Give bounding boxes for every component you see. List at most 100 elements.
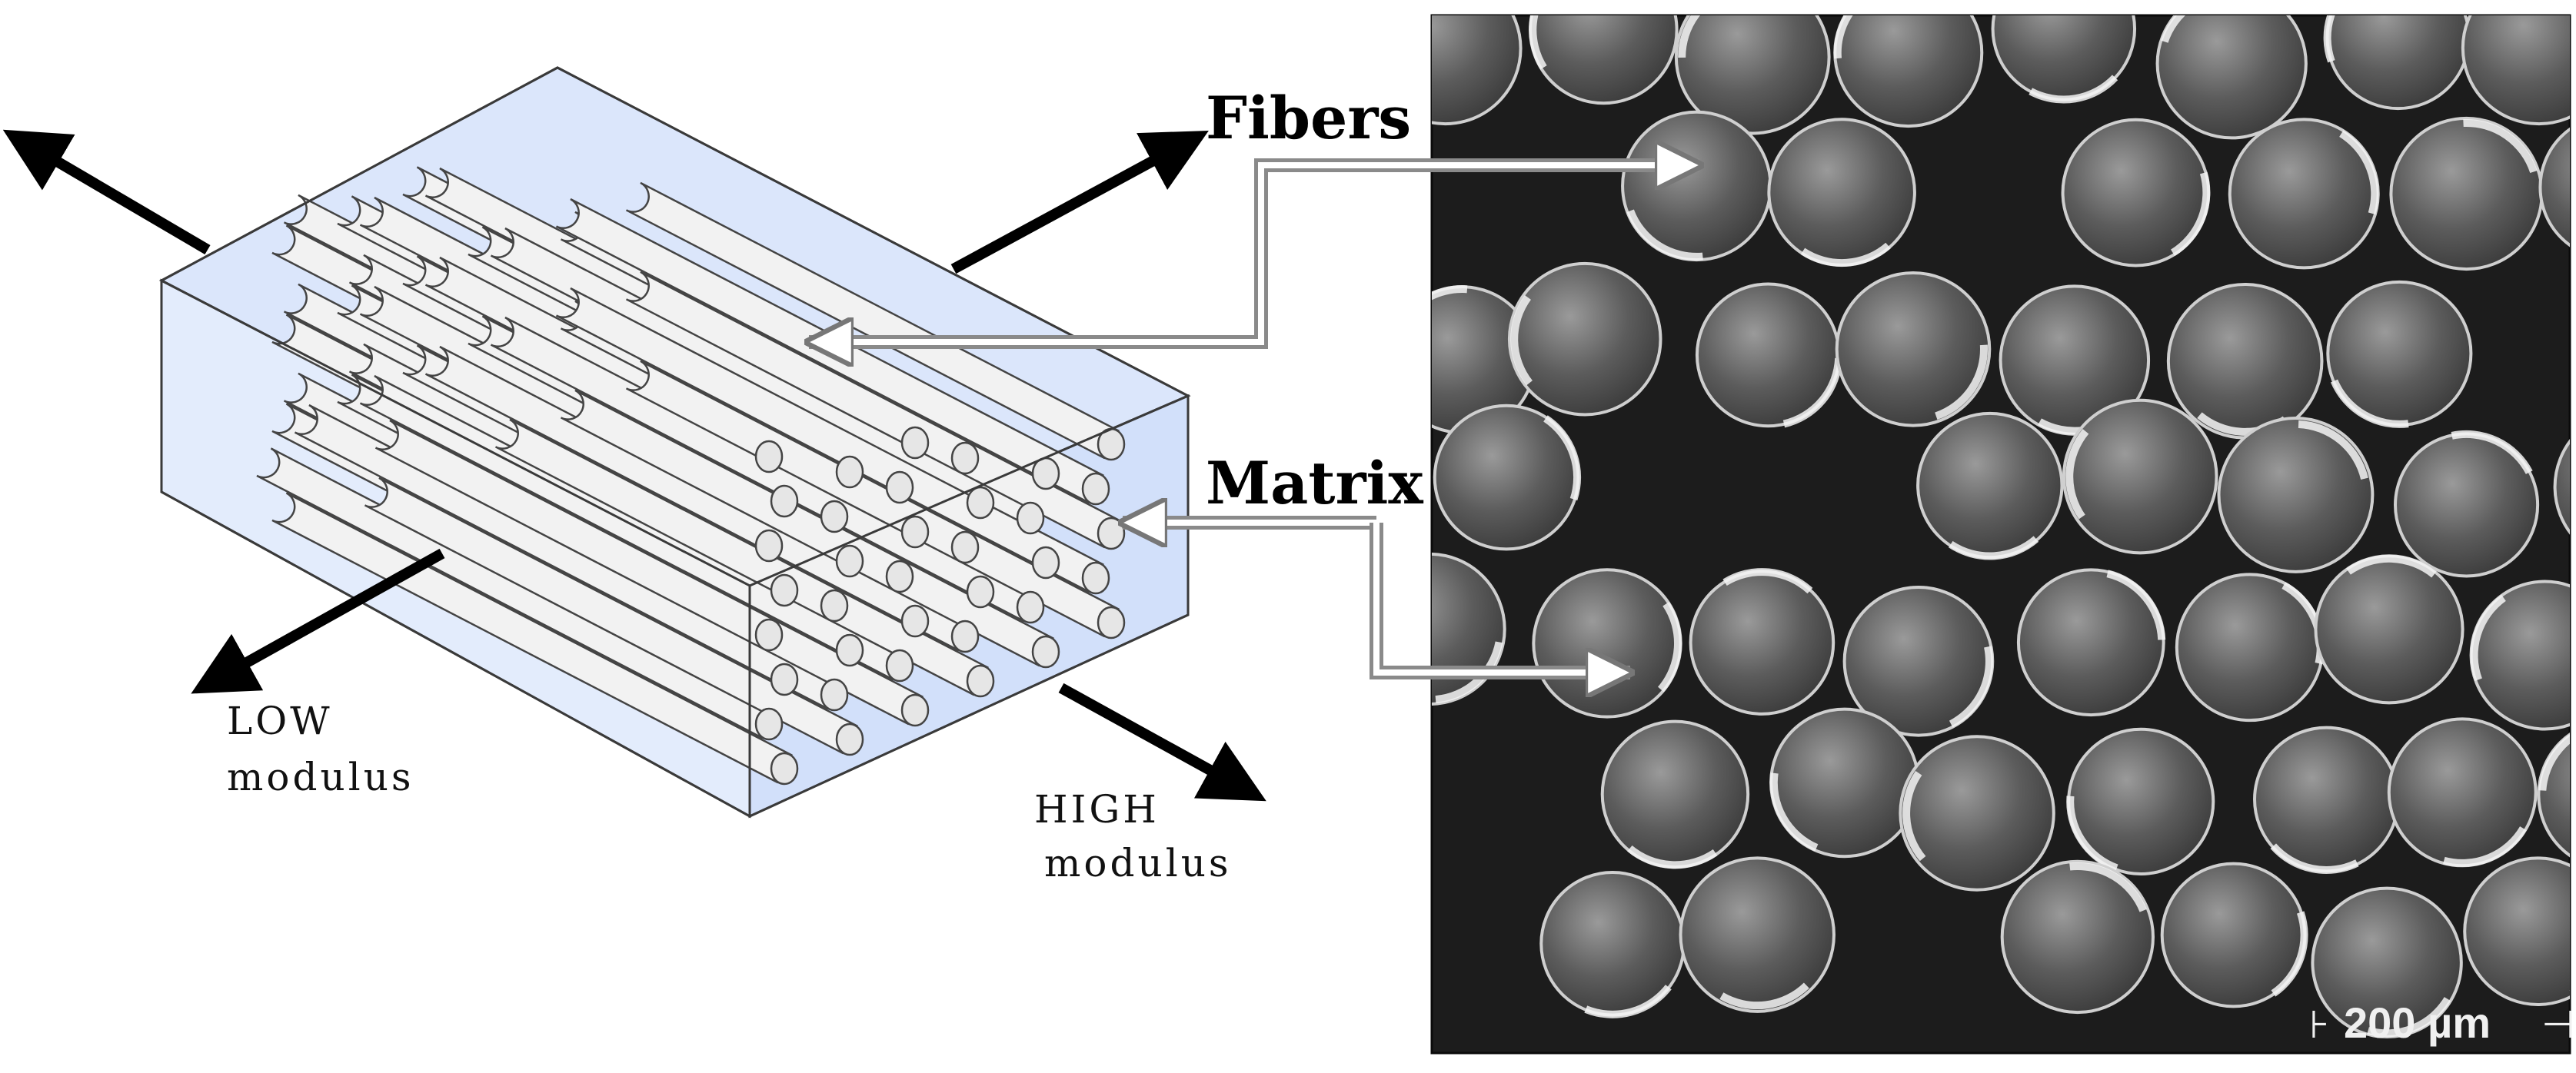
fiber-end — [1097, 606, 1126, 639]
fiber-end — [835, 455, 864, 489]
micrograph-highlight — [2451, 430, 2533, 474]
fiber-end — [1097, 517, 1126, 550]
micrograph-fiber — [1835, 271, 1992, 427]
fiber — [625, 181, 1120, 460]
micrograph-highlight — [1375, 0, 1404, 73]
fiber-end — [950, 530, 980, 564]
left-arrow — [2, 129, 211, 255]
micrograph-fiber — [2062, 398, 2218, 555]
micrograph-highlight — [2066, 796, 2118, 872]
micrograph-highlight — [1833, 15, 1853, 59]
micrograph-fiber — [1600, 719, 1750, 869]
micrograph-highlight — [2161, 15, 2186, 43]
micrograph-highlight — [2323, 15, 2335, 63]
fiber-end — [900, 515, 930, 549]
micrograph-highlight — [2271, 911, 2308, 997]
fiber-end — [1081, 561, 1110, 595]
fiber-end — [770, 484, 799, 518]
fiber-end — [900, 604, 930, 638]
fiber — [364, 477, 858, 755]
fiber — [555, 287, 1104, 593]
fiber — [625, 360, 1120, 638]
micrograph-highlight — [1800, 242, 1891, 267]
fiber — [294, 404, 843, 710]
micrograph-highlight — [2346, 554, 2437, 578]
scale-bar-tick-left: ⊦ — [2309, 1003, 2329, 1046]
low-modulus-label-line2: modulus — [227, 755, 414, 799]
micrograph-fiber — [2217, 416, 2375, 573]
micrograph-highlight — [2330, 379, 2409, 428]
fiber — [374, 419, 924, 726]
fiber — [490, 227, 1039, 533]
micrograph-highlight — [2298, 420, 2368, 480]
fiber-end — [900, 693, 930, 727]
fibers-label: Fibers — [1206, 84, 1411, 152]
down-left-arrow — [191, 548, 445, 694]
fibers-layer — [256, 166, 1120, 784]
micrograph-highlight — [2106, 570, 2166, 640]
fiber-end — [770, 752, 799, 786]
micrograph-fiber — [1833, 15, 1984, 128]
fiber-ends-layer — [754, 426, 1126, 786]
micrograph-highlight — [1949, 536, 2039, 560]
fiber — [359, 374, 908, 681]
micrograph-highlight — [1626, 209, 1703, 261]
fiber-end — [1031, 546, 1060, 580]
micrograph-highlight — [1529, 15, 1547, 70]
fiber-end — [966, 575, 995, 609]
micrograph-highlight — [2569, 990, 2570, 992]
micrograph-fiber — [1432, 15, 1523, 126]
high-modulus-label-line2: modulus — [1044, 841, 1232, 885]
fiber — [560, 389, 1054, 667]
micrograph-highlight — [2270, 843, 2359, 874]
fiber-end — [966, 664, 995, 698]
right-arrow — [950, 130, 1209, 274]
micrograph-fiber — [2314, 554, 2465, 705]
micrograph-fiber — [2389, 116, 2544, 271]
micrograph-highlight — [2367, 997, 2451, 1038]
micrograph-fiber — [1689, 570, 1835, 716]
matrix-label: Matrix — [1206, 449, 1423, 517]
micrograph-highlight — [2170, 171, 2211, 257]
micrograph-highlight — [2339, 130, 2379, 215]
micrograph-fiber — [2553, 439, 2570, 535]
micrograph-highlight — [2029, 75, 2118, 104]
micrograph-fiber — [1916, 411, 2064, 560]
micrograph-highlight — [1902, 771, 1926, 862]
high-modulus-label-line1: HIGH — [1034, 787, 1160, 832]
micrograph-highlight — [1627, 845, 1718, 869]
fiber-end — [966, 486, 995, 520]
micrograph-highlight — [1678, 15, 1701, 58]
micrograph-fiber — [2016, 568, 2165, 717]
matrix-callout — [1123, 523, 1630, 673]
down-right-arrow — [1058, 683, 1266, 802]
micrograph-highlight — [2470, 594, 2506, 681]
fiber — [494, 418, 989, 696]
fiber-end — [1016, 590, 1045, 624]
micrograph-fiber — [1679, 856, 1835, 1013]
fiber-end — [885, 560, 914, 593]
micrograph-highlight — [1949, 646, 1993, 728]
fiber-end — [900, 426, 930, 460]
fibers-callout — [809, 165, 1699, 342]
micrograph-highlight — [1657, 601, 1682, 693]
micrograph-fiber — [1532, 568, 1682, 719]
micrograph-fiber — [2155, 15, 2308, 140]
fiber-end — [885, 470, 914, 504]
fiber-end — [770, 573, 799, 607]
fiber-end — [1031, 635, 1060, 669]
micrograph-highlight — [1543, 415, 1582, 501]
fiber-end — [835, 544, 864, 578]
fiber-end — [885, 649, 914, 683]
micrograph-fiber — [1899, 735, 2055, 892]
micrograph-highlight — [2442, 826, 2527, 867]
fiber-end — [1081, 472, 1110, 506]
sem-micrograph: 200 µm ⊦ ⊣ — [1375, 0, 2575, 1055]
micrograph-fiber — [1507, 261, 1662, 417]
micrograph-highlight — [1719, 982, 1809, 1010]
fiber-end — [754, 440, 784, 473]
fiber-end — [820, 589, 849, 623]
micrograph-highlight — [1584, 984, 1672, 1018]
fiber-end — [835, 633, 864, 667]
